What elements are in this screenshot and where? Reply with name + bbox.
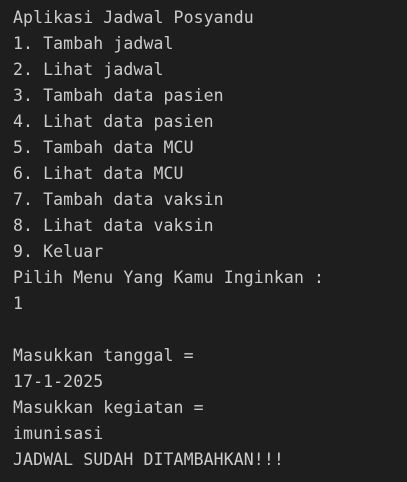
menu-item-lihat-data-mcu: 6. Lihat data MCU (13, 164, 184, 183)
menu-item-tambah-data-vaksin: 7. Tambah data vaksin (13, 190, 224, 209)
menu-item-lihat-data-vaksin: 8. Lihat data vaksin (13, 216, 214, 235)
menu-item-tambah-jadwal: 1. Tambah jadwal (13, 34, 174, 53)
menu-prompt: Pilih Menu Yang Kamu Inginkan : (13, 268, 325, 287)
blank-line (13, 317, 407, 343)
date-input-value: 17-1-2025 (13, 372, 104, 391)
menu-item-tambah-data-mcu: 5. Tambah data MCU (13, 138, 194, 157)
activity-prompt: Masukkan kegiatan = (13, 398, 204, 417)
activity-input-value: imunisasi (13, 424, 104, 443)
menu-item-keluar: 9. Keluar (13, 242, 104, 261)
menu-item-lihat-jadwal: 2. Lihat jadwal (13, 60, 164, 79)
menu-item-tambah-data-pasien: 3. Tambah data pasien (13, 86, 224, 105)
menu-choice-input: 1 (13, 294, 24, 313)
date-prompt: Masukkan tanggal = (13, 346, 194, 365)
menu-item-lihat-data-pasien: 4. Lihat data pasien (13, 112, 214, 131)
success-message: JADWAL SUDAH DITAMBAHKAN!!! (13, 450, 284, 469)
app-title-line: Aplikasi Jadwal Posyandu (13, 8, 254, 27)
